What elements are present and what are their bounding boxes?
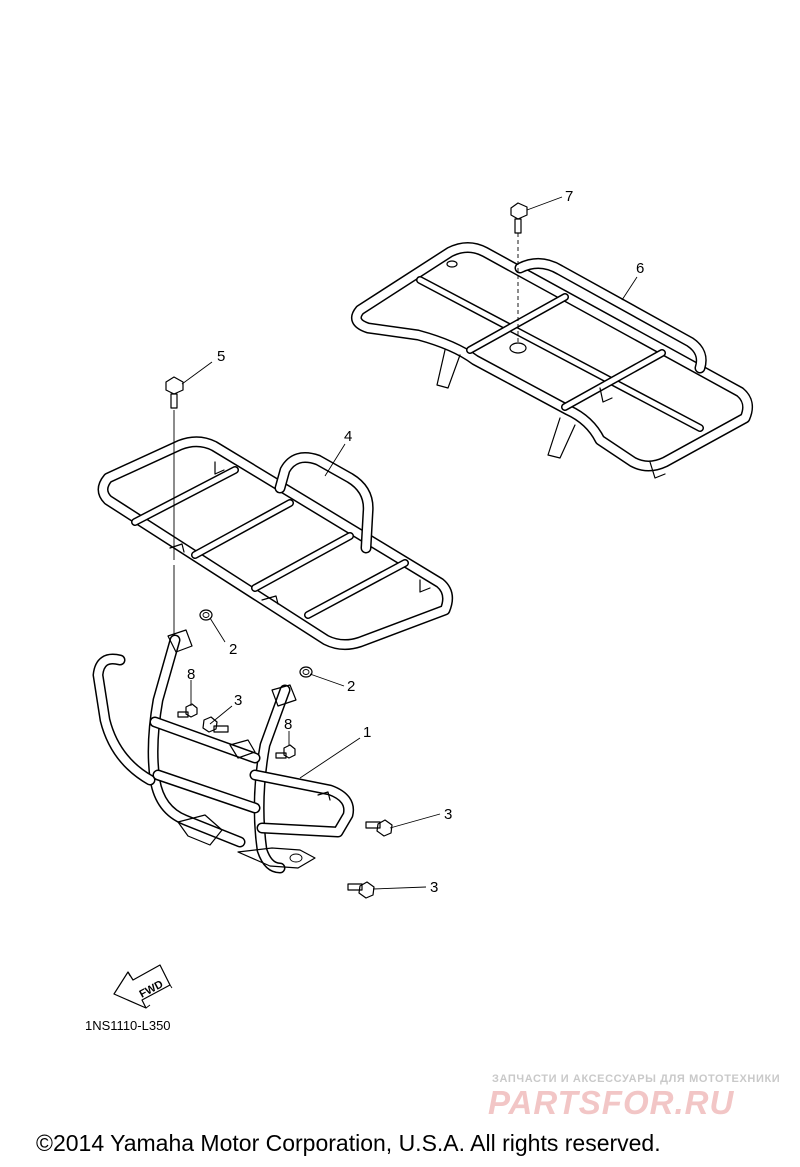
bolt-part-3	[202, 716, 393, 899]
callout-8-right: 8	[284, 716, 292, 733]
diagram-part-code: 1NS1110-L350	[85, 1018, 171, 1033]
callout-3-middle: 3	[444, 806, 452, 823]
callout-3-lower: 3	[430, 879, 438, 896]
callout-8-left: 8	[187, 666, 195, 683]
front-carrier-part-4	[97, 436, 454, 651]
bolt-part-8	[177, 703, 296, 759]
callout-6: 6	[636, 260, 644, 277]
callout-2-lower: 2	[347, 678, 355, 695]
bolt-part-7	[510, 202, 528, 342]
fwd-label: FWD	[138, 978, 166, 1000]
rear-carrier-part-6	[350, 242, 754, 479]
watermark-logo: PARTSFOR.RU	[488, 1084, 735, 1121]
fwd-arrow-icon: FWD	[113, 964, 173, 1009]
callout-7: 7	[565, 188, 573, 205]
callout-numbers: 7 6 5 4 2 2 8 3 8 1 3 3	[187, 188, 644, 896]
watermark-tagline: ЗАПЧАСТИ И АКСЕССУАРЫ ДЛЯ МОТОТЕХНИКИ	[492, 1073, 781, 1085]
callout-1: 1	[363, 724, 371, 741]
grommet-part-2	[199, 609, 313, 678]
callout-4: 4	[344, 428, 352, 445]
callout-5: 5	[217, 348, 225, 365]
leader-lines	[181, 196, 638, 890]
copyright-notice: ©2014 Yamaha Motor Corporation, U.S.A. A…	[36, 1130, 661, 1156]
callout-3-upper: 3	[234, 692, 242, 709]
callout-2-upper: 2	[229, 641, 237, 658]
bolt-part-5	[165, 376, 184, 636]
front-guard-part-1	[92, 629, 355, 874]
